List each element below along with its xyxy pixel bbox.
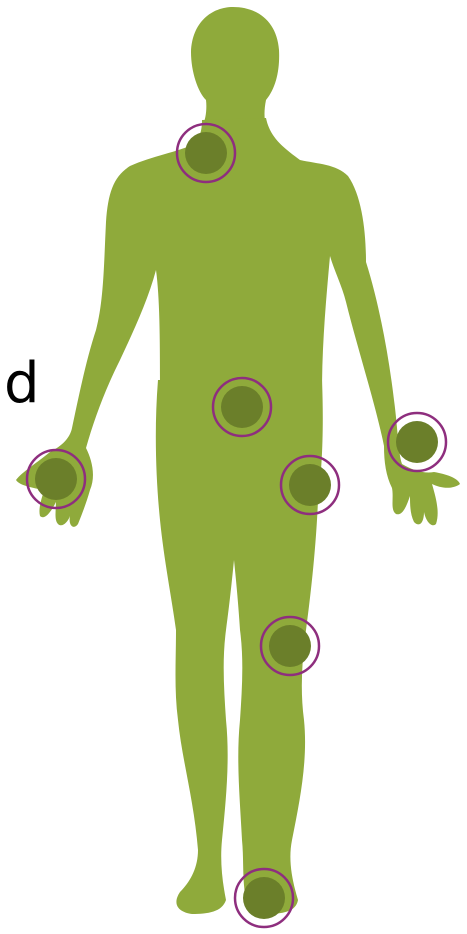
marker-hip [281,456,339,514]
marker-ankle-dot [243,877,285,919]
marker-right-wrist [388,413,446,471]
marker-knee-dot [269,625,311,667]
marker-abdomen-dot [221,386,263,428]
marker-left-wrist-dot [35,458,77,500]
marker-neck-dot [185,132,227,174]
marker-left-wrist [27,450,85,508]
marker-ankle [235,869,293,927]
marker-neck [177,124,235,182]
panel-label: d [4,356,40,412]
marker-right-wrist-dot [396,421,438,463]
marker-hip-dot [289,464,331,506]
marker-abdomen [213,378,271,436]
head [191,7,279,126]
marker-knee [261,617,319,675]
